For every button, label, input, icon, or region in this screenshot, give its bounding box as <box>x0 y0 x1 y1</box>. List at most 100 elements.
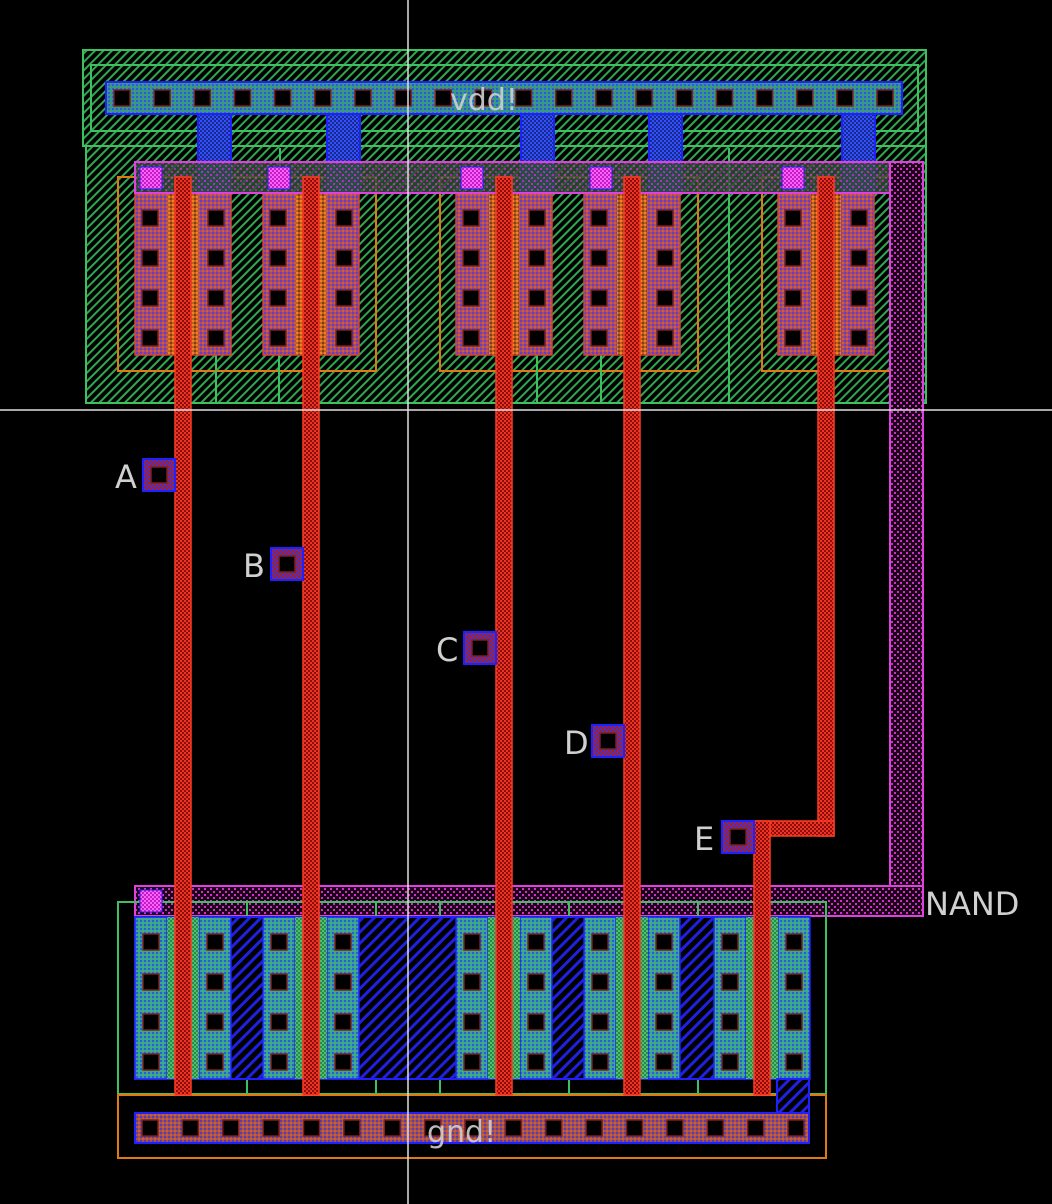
gnd-via <box>787 1119 805 1137</box>
nmos-contact <box>785 1053 803 1071</box>
pmos-contact <box>528 249 546 267</box>
pmos-contact <box>656 329 674 347</box>
pmos-contact <box>590 289 608 307</box>
pin-label-B: B <box>243 547 265 585</box>
nmos-diffusion-left <box>455 916 489 1080</box>
input-pin-A[interactable]: A <box>115 458 176 496</box>
pmos-contact <box>784 209 802 227</box>
vdd-rail-vias <box>113 89 894 107</box>
vdd-via <box>434 89 453 107</box>
pmos-contact <box>850 249 868 267</box>
nmos-contact <box>142 973 160 991</box>
nmos-diffusion-left <box>583 916 617 1080</box>
pmos-contact <box>528 209 546 227</box>
vdd-via <box>675 89 693 107</box>
pmos-contact <box>850 289 868 307</box>
pin-contact-cut <box>471 639 489 657</box>
pmos-contact <box>269 249 287 267</box>
pmos-contact <box>207 249 225 267</box>
gnd-via <box>746 1119 765 1137</box>
gnd-via <box>181 1119 200 1137</box>
poly-line <box>302 176 320 1096</box>
input-pin-E[interactable]: E <box>694 820 755 858</box>
input-pin-D[interactable]: D <box>564 724 625 762</box>
output-metal2-right[interactable] <box>889 161 924 917</box>
poly-gate-C[interactable] <box>495 176 513 1096</box>
nmos-contact <box>463 973 481 991</box>
pmos-contact <box>590 209 608 227</box>
vdd-via <box>514 89 533 107</box>
vdd-via <box>314 89 332 107</box>
pmos-contact <box>656 249 674 267</box>
pmos-contact <box>141 289 159 307</box>
nmos-contact <box>785 933 803 951</box>
nmos-transistor-E[interactable] <box>713 916 811 1080</box>
output-via <box>267 166 291 190</box>
pin-contact-cut <box>150 466 168 484</box>
nmos-contact <box>527 1013 545 1031</box>
input-pin-B[interactable]: B <box>243 547 304 585</box>
gnd-via <box>262 1119 280 1137</box>
pin-contact-cut <box>278 555 296 573</box>
output-via <box>139 166 163 190</box>
nmos-contact <box>527 933 545 951</box>
poly-line <box>174 176 192 1096</box>
pmos-contact <box>141 249 159 267</box>
pmos-contact <box>850 329 868 347</box>
nmos-contact <box>785 1013 803 1031</box>
pmos-contact <box>462 249 480 267</box>
pmos-contact <box>335 209 353 227</box>
vdd-via <box>113 89 131 107</box>
pmos-contact <box>784 329 802 347</box>
pmos-contact <box>207 289 225 307</box>
nmos-contact <box>785 973 803 991</box>
input-pin-C[interactable]: C <box>436 631 497 669</box>
vdd-via <box>836 89 854 107</box>
nmos-contact <box>206 1013 224 1031</box>
vdd-via <box>635 89 653 107</box>
vdd-via <box>233 89 252 107</box>
output-metal2-top[interactable] <box>134 161 924 194</box>
vdd-via <box>153 89 171 107</box>
nmos-contact <box>721 973 739 991</box>
nmos-contact <box>527 1053 545 1071</box>
poly-line <box>817 176 835 837</box>
poly-gate-D[interactable] <box>623 176 641 1096</box>
vdd-via <box>193 89 212 107</box>
pin-contact-cut <box>599 732 617 750</box>
pmos-contact <box>141 209 159 227</box>
pin-contact <box>721 820 755 854</box>
nmos-contact <box>206 1053 224 1071</box>
output-label: NAND <box>925 885 1019 923</box>
gnd-via <box>343 1119 361 1137</box>
vdd-via <box>474 89 493 107</box>
nmos-contact <box>527 973 545 991</box>
pmos-contact <box>462 329 480 347</box>
poly-gate-E[interactable] <box>753 176 835 1096</box>
nmos-contact <box>655 1013 673 1031</box>
vdd-via <box>554 89 573 107</box>
pmos-contact <box>850 209 868 227</box>
poly-gate-A[interactable] <box>174 176 192 1096</box>
gnd-strap[interactable] <box>776 1078 810 1114</box>
gnd-via <box>302 1119 321 1137</box>
pmos-contact <box>269 329 287 347</box>
output-via-bottom[interactable] <box>139 889 163 913</box>
output-via <box>460 166 484 190</box>
gnd-via <box>504 1119 523 1137</box>
pmos-contact <box>656 289 674 307</box>
gnd-via <box>222 1119 240 1137</box>
nmos-contact <box>721 933 739 951</box>
nmos-contact <box>591 933 609 951</box>
poly-gate-B[interactable] <box>302 176 320 1096</box>
pmos-contact <box>335 329 353 347</box>
poly-line <box>495 176 513 1096</box>
nmos-contact <box>334 1013 352 1031</box>
pmos-contact <box>528 329 546 347</box>
nmos-contact <box>270 1053 288 1071</box>
vdd-straps <box>197 113 876 193</box>
nmos-transistor-B[interactable] <box>262 916 360 1080</box>
nmos-contact <box>334 973 352 991</box>
pin-label-E: E <box>694 820 714 858</box>
